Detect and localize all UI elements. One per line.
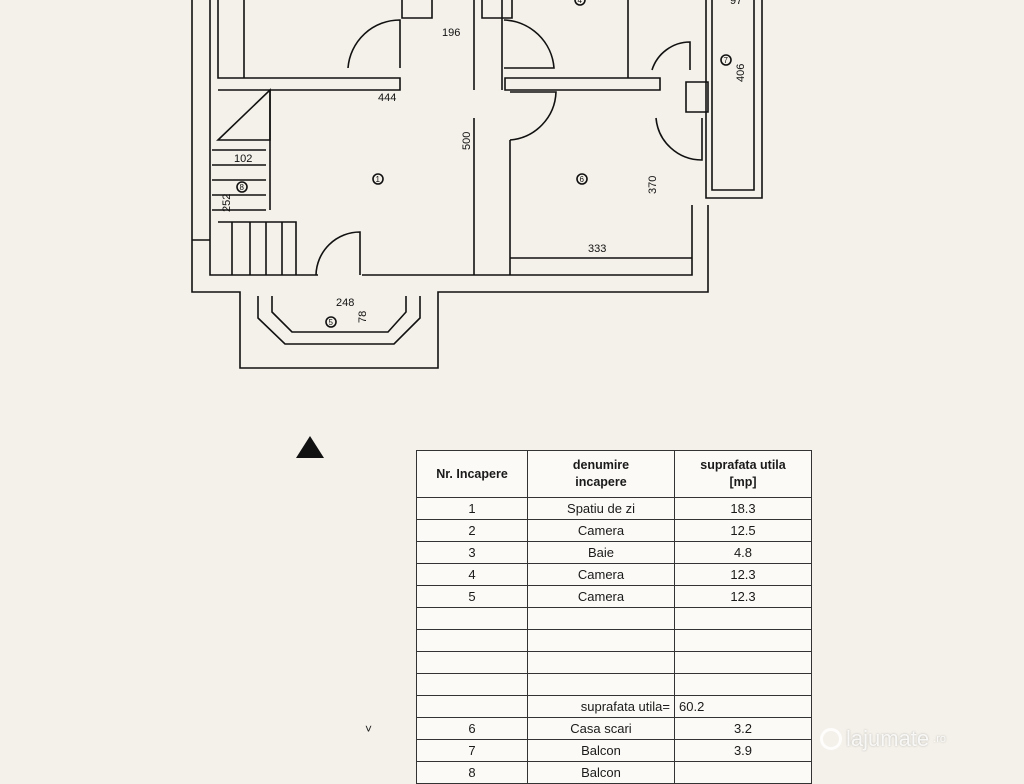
dim-406: 406 [735, 64, 747, 82]
tick-mark: ˅ [365, 722, 373, 736]
room-name: Camera [527, 585, 675, 608]
dim-444: 444 [378, 92, 396, 104]
dim-78: 78 [357, 311, 369, 323]
room-number-8: 8 [240, 183, 245, 192]
room-nr: 2 [416, 519, 528, 542]
table-row: 2 Camera 12.5 [416, 519, 812, 542]
stairs-landing [218, 221, 297, 275]
room-number-6: 6 [580, 175, 585, 184]
table-row: 5 Camera 12.3 [416, 585, 812, 608]
room-area: 12.3 [674, 563, 812, 586]
bay-window-inner [271, 296, 407, 333]
summary-row: suprafata utila= 60.2 [416, 695, 812, 718]
dim-102: 102 [234, 153, 252, 165]
floor-plan: 196 97 406 444 500 370 333 102 252 248 7… [191, 0, 763, 369]
room-name: Camera [527, 519, 675, 542]
room-area-table: Nr. Incapere denumire incapere suprafata… [416, 450, 812, 784]
header-nr-incapere: Nr. Incapere [416, 450, 528, 498]
room-area [674, 761, 812, 784]
room-number-1: 1 [376, 175, 381, 184]
room-number-5: 5 [329, 318, 334, 327]
table-row: 8 Balcon [416, 761, 812, 784]
room-nr: 1 [416, 497, 528, 520]
empty-row [416, 629, 812, 652]
door-swing [503, 19, 555, 69]
room-area: 12.3 [674, 585, 812, 608]
summary-value: 60.2 [674, 695, 812, 718]
empty-row [416, 607, 812, 630]
room-area: 12.5 [674, 519, 812, 542]
room-name: Balcon [527, 761, 675, 784]
stairs [212, 149, 266, 211]
room-area: 18.3 [674, 497, 812, 520]
dim-196: 196 [442, 27, 460, 39]
header-denumire: denumire incapere [527, 450, 675, 498]
watermark-tld: .ro [933, 733, 946, 745]
door-swing [347, 19, 401, 69]
partition-top-right [504, 77, 661, 91]
header-suprafata: suprafata utila [mp] [674, 450, 812, 498]
balcony-inner [711, 0, 755, 191]
dim-252: 252 [221, 194, 233, 212]
door-swing [655, 117, 703, 161]
table-row: 3 Baie 4.8 [416, 541, 812, 564]
north-arrow-icon [296, 436, 324, 458]
room-name: Balcon [527, 739, 675, 762]
room-nr: 5 [416, 585, 528, 608]
dim-370: 370 [647, 176, 659, 194]
room-name: Casa scari [527, 717, 675, 740]
door-swing [315, 231, 361, 276]
hall-wall [216, 88, 271, 141]
room-nr: 4 [416, 563, 528, 586]
table-row: 7 Balcon 3.9 [416, 739, 812, 762]
corridor-lower [473, 118, 511, 275]
room-nr: 6 [416, 717, 528, 740]
fixture [401, 0, 513, 19]
door-swing [509, 91, 557, 141]
room-name: Baie [527, 541, 675, 564]
lajumate-logo-icon [820, 728, 842, 750]
table-header-row: Nr. Incapere denumire incapere suprafata… [416, 450, 812, 498]
partition-top [217, 0, 401, 91]
dim-97: 97 [730, 0, 742, 7]
room-name: Camera [527, 563, 675, 586]
room-nr: 3 [416, 541, 528, 564]
room-nr: 7 [416, 739, 528, 762]
room-number-4: 4 [578, 0, 583, 5]
table-row: 1 Spatiu de zi 18.3 [416, 497, 812, 520]
balcony [705, 0, 763, 199]
door-swing [651, 41, 691, 71]
corridor-wall [473, 0, 503, 90]
table-row: 4 Camera 12.3 [416, 563, 812, 586]
empty-row [416, 651, 812, 674]
room-area: 3.9 [674, 739, 812, 762]
dim-500: 500 [461, 132, 473, 150]
room-area: 3.2 [674, 717, 812, 740]
table-row: 6 Casa scari 3.2 [416, 717, 812, 740]
room-name: Spatiu de zi [527, 497, 675, 520]
watermark-text: lajumate [846, 726, 930, 751]
summary-label: suprafata utila= [527, 695, 675, 718]
room-nr: 8 [416, 761, 528, 784]
room-number-7: 7 [724, 56, 729, 65]
dim-333: 333 [588, 243, 606, 255]
empty-row [416, 673, 812, 696]
dim-248: 248 [336, 297, 354, 309]
room-area: 4.8 [674, 541, 812, 564]
bay-window [257, 296, 421, 345]
watermark: lajumate .ro [820, 726, 946, 752]
balcony-door [685, 81, 709, 113]
outer-wall [191, 0, 709, 369]
